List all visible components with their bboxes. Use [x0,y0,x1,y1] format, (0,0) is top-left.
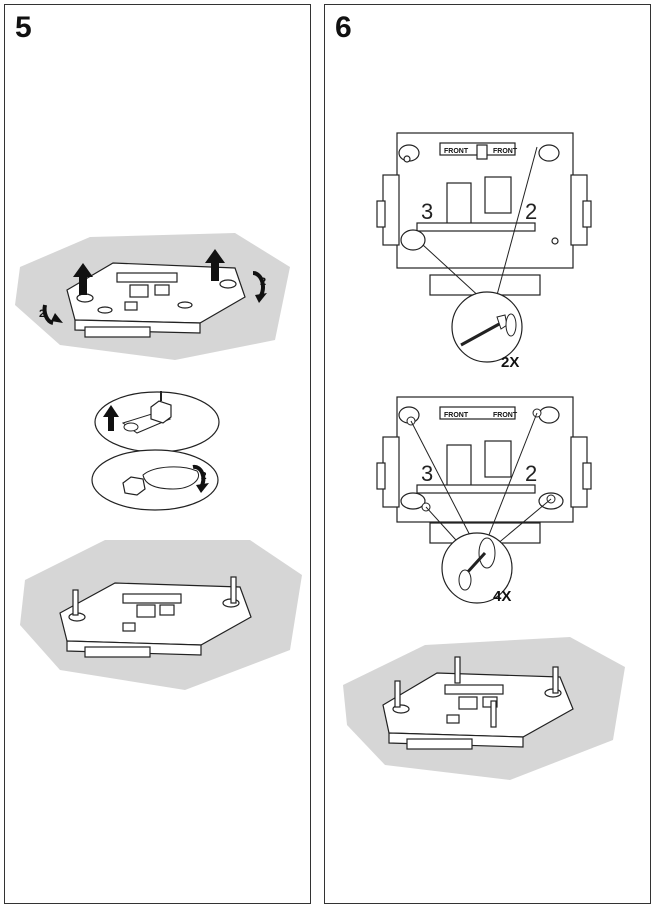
arrow-head-icon [255,293,267,303]
screw-detail [451,291,523,363]
mounting-bracket [382,672,574,750]
screw-detail [441,532,513,604]
front-label: FRONT [493,148,518,155]
up-arrow-icon [73,249,225,295]
step-6-illustration: FRONT FRONT 3 2 2X [343,132,625,780]
guide-line [422,146,538,301]
step-number: 6 [335,11,352,44]
step-6-panel: 6 FRONT FRONT 3 2 [324,4,651,904]
front-label: FRONT [444,148,469,155]
step-number: 5 [15,11,32,44]
mounting-bracket [59,582,252,658]
callout-2: 2 [260,276,266,288]
detail-lift-bolt: 1 [94,391,220,453]
zone-number: 2 [525,461,537,486]
arrow-head-icon [196,483,209,493]
mounting-bracket [66,262,246,338]
zone-number: 3 [421,199,433,224]
callout-2: 2 [39,308,45,320]
zone-number: 2 [525,199,537,224]
screw-icon [460,321,502,347]
front-label: FRONT [444,412,469,419]
step-5-illustration: 1 1 2 2 1 2 [15,233,302,690]
arrow-head-icon [51,313,63,323]
callout-1: 1 [213,270,219,281]
callout-1: 1 [81,284,87,295]
callout-2: 2 [201,471,207,482]
front-label: FRONT [493,412,518,419]
zone-number: 3 [421,461,433,486]
step-5-panel: 5 1 1 2 [4,4,311,904]
detail-rotate-bolt: 2 [91,449,219,511]
threaded-bolt [394,656,559,728]
screw-quantity: 4X [493,588,511,605]
callout-1: 1 [108,420,113,430]
threaded-bolt [72,576,237,616]
fixture-base-plate [376,132,592,296]
up-arrow-icon [103,405,119,431]
screw-quantity: 2X [501,354,519,371]
